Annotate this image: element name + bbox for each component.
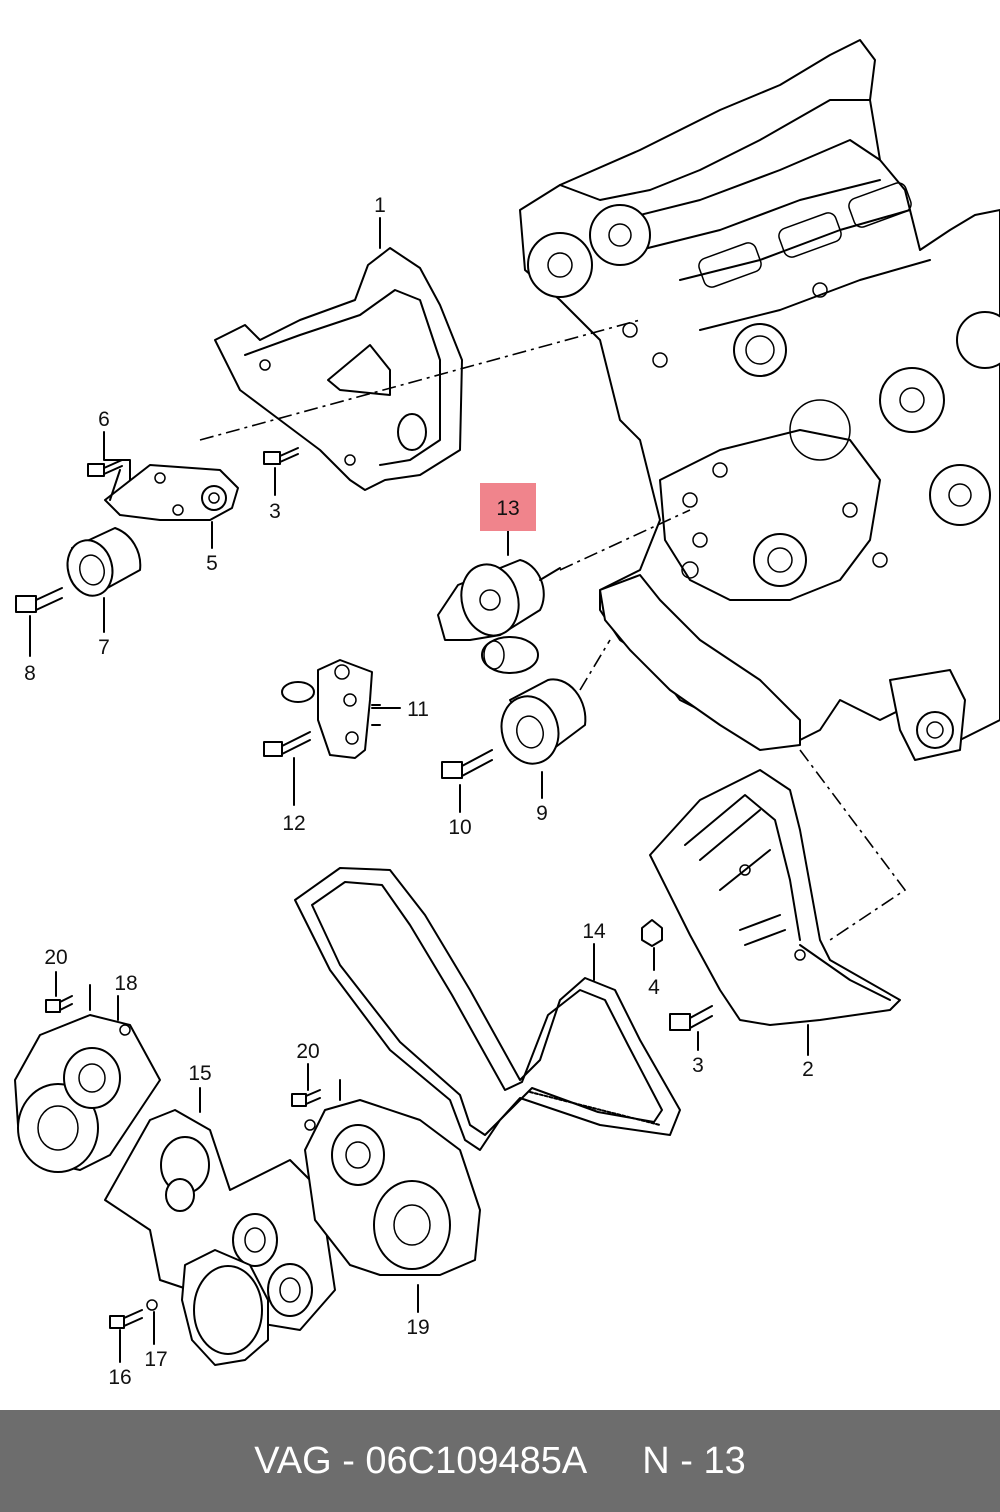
part-5-bracket [104, 464, 239, 521]
part-18-cover-left [14, 1014, 161, 1173]
diagram-position: N - 13 [642, 1439, 746, 1482]
engine-block [519, 39, 1000, 761]
exploded-parts-diagram: 1 2 3 3 4 5 6 7 8 9 10 11 12 13 14 15 16… [14, 39, 1000, 1389]
part-number: VAG - 06C109485A [254, 1439, 588, 1482]
callout-4: 4 [648, 976, 660, 999]
callout-8: 8 [24, 662, 36, 685]
callout-10: 10 [448, 816, 471, 839]
callout-9: 9 [536, 802, 548, 825]
callout-18: 18 [114, 972, 137, 995]
callout-19: 19 [406, 1316, 429, 1339]
callout-17: 17 [144, 1348, 167, 1371]
bolts [15, 447, 713, 1329]
part-info-bar: VAG - 06C109485A N - 13 [0, 1410, 1000, 1512]
callout-14: 14 [582, 920, 606, 943]
callout-labels: 1 2 3 3 4 5 6 7 8 9 10 11 12 13 14 15 16… [24, 194, 814, 1389]
callout-2: 2 [802, 1058, 814, 1081]
callout-6: 6 [98, 408, 110, 431]
callout-15: 15 [188, 1062, 211, 1085]
part-19-cover-right [304, 1099, 481, 1276]
callout-7: 7 [98, 636, 110, 659]
part-13-tensioner [437, 559, 561, 674]
assembly-lines [199, 319, 907, 941]
callout-1: 1 [374, 194, 386, 217]
callout-16: 16 [108, 1366, 131, 1389]
callout-20-mid: 20 [296, 1040, 319, 1063]
part-14-timing-belt [294, 867, 681, 1151]
crankshaft-cover-plate [181, 1249, 269, 1366]
part-1-upper-cover [214, 247, 463, 491]
highlight-box [480, 483, 536, 531]
part-2-side-cover [649, 769, 901, 1026]
callout-12: 12 [282, 812, 305, 835]
callout-3-bottom: 3 [692, 1054, 704, 1077]
callout-5: 5 [206, 552, 218, 575]
part-11-hydraulic-tensioner [281, 659, 381, 759]
part-9-roller [500, 678, 587, 765]
callout-3-top: 3 [269, 500, 281, 523]
callout-20-left: 20 [44, 946, 67, 969]
callout-11: 11 [407, 698, 429, 721]
part-15-inner-cover [104, 1109, 336, 1331]
part-7-idler [66, 527, 142, 597]
leader-lines [29, 217, 809, 1363]
callout-13: 13 [496, 497, 519, 520]
